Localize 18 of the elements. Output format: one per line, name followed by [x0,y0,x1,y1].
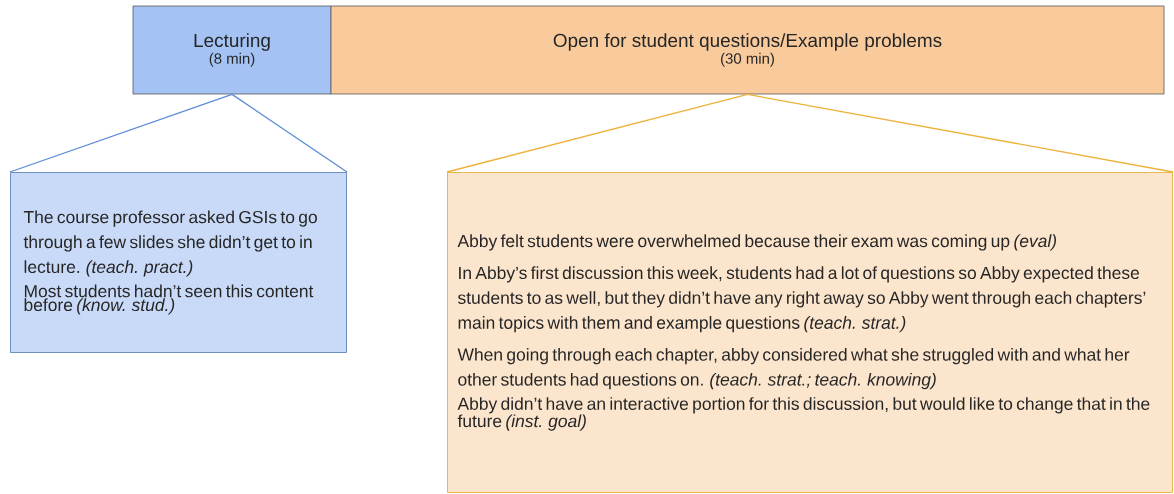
phase-title: Open for student questions/Example problems [553,33,942,51]
connector-line [446,93,749,173]
phase-box [132,5,332,95]
note-box [447,172,1173,493]
note-text: When going through each chapter, abby considered what she struggled with and what her other students had questions on. (teach. strat.; teach. knowing) [457,348,1130,390]
duration-text: (30 min) [721,52,774,67]
note-text: Abby didn’t have an interactive portion for this discussion, but would like to change that in the future (inst. goal) [457,397,1150,431]
phase-title: Lecturing [194,33,270,51]
note-box [10,172,347,353]
phase-box [330,5,1165,95]
note-text: Most students hadn’t seen this content before (know. stud.) [24,284,314,315]
duration-text: (8 min) [209,52,255,67]
note-text: The course professor asked GSIs to go through a few slides she didn’t get to in lecture. (teach. pract.) [23,210,317,277]
connector-line [746,93,1174,173]
connector-line [231,93,348,173]
note-text: Abby felt students were overwhelmed because their exam was coming up (eval) [457,234,1056,251]
note-text: In Abby’s first discussion this week, students had a lot of questions so Abby expected these students to as well, but they didn’t have any right away so Abby went through each chapters’ main topics with them and example questions (teach. strat.) [458,266,1146,333]
connector-line [9,93,233,173]
